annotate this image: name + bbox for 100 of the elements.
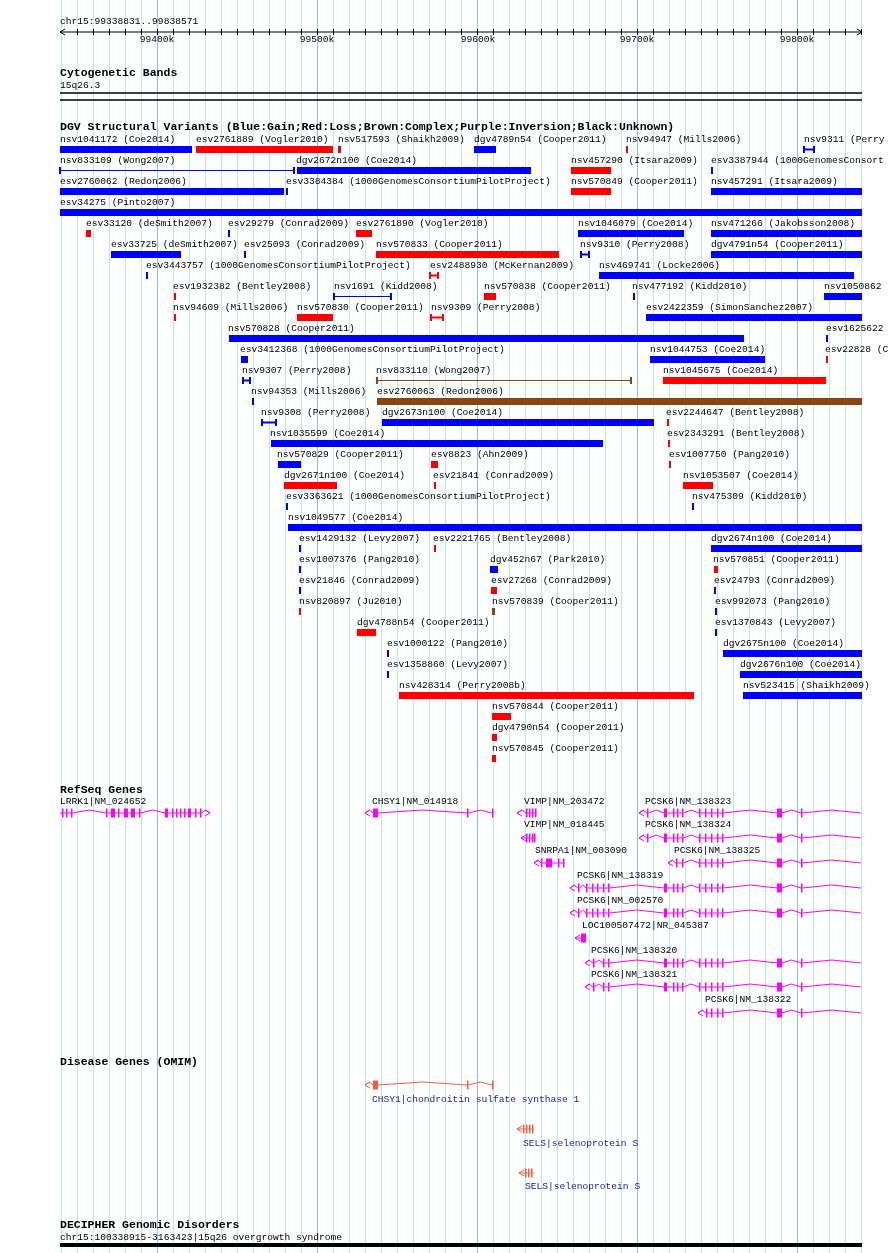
variant-label: esv34275 (Pinto2007) — [60, 197, 176, 209]
variant-label: nsv475309 (Kidd2010) — [692, 491, 808, 503]
variant-label: esv33725 (deSmith2007) — [111, 239, 238, 251]
variant-label: esv22828 (C — [825, 344, 889, 356]
variant-label: nsv1044753 (Coe2014) — [650, 344, 766, 356]
variant-label: nsv477192 (Kidd2010) — [632, 281, 748, 293]
variant-label: esv21841 (Conrad2009) — [433, 470, 554, 482]
axis-tick-label: 99800k — [779, 34, 815, 46]
variant-label: esv33120 (deSmith2007) — [86, 218, 213, 230]
axis-tick-label: 99700k — [619, 34, 655, 46]
variant-label: dgv2672n100 (Coe2014) — [296, 155, 417, 167]
disease-gene-label: CHSY1|chondroitin sulfate synthase 1 — [372, 1094, 580, 1106]
gene-label: PCSK6|NM_138320 — [591, 945, 678, 957]
variant-label: nsv570845 (Cooper2011) — [492, 743, 619, 755]
variant-label: esv1358860 (Levy2007) — [387, 659, 508, 671]
variant-label: nsv1049577 (Coe2014) — [288, 512, 404, 524]
variant-label: nsv9308 (Perry2008) — [261, 407, 371, 419]
variant-label: nsv570828 (Cooper2011) — [228, 323, 355, 335]
track-title: DECIPHER Genomic Disorders — [60, 1219, 240, 1231]
gene-label: PCSK6|NM_138324 — [645, 819, 732, 831]
track-title: Cytogenetic Bands — [60, 67, 178, 79]
variant-label: esv1429132 (Levy2007) — [299, 533, 420, 545]
variant-label: nsv570829 (Cooper2011) — [277, 449, 404, 461]
variant-label: dgv2673n100 (Coe2014) — [382, 407, 503, 419]
variant-label: esv2761889 (Vogler2010) — [196, 134, 329, 146]
variant-label: nsv570833 (Cooper2011) — [376, 239, 503, 251]
variant-label: dgv4791n54 (Cooper2011) — [711, 239, 844, 251]
variant-label: nsv1035599 (Coe2014) — [270, 428, 386, 440]
variant-label: esv1007376 (Pang2010) — [299, 554, 420, 566]
variant-label: nsv1045675 (Coe2014) — [663, 365, 779, 377]
variant-label: nsv9310 (Perry2008) — [580, 239, 690, 251]
band-label: 15q26.3 — [60, 80, 101, 92]
gene-label: VIMP|NM_018445 — [524, 819, 605, 831]
variant-label: nsv570851 (Cooper2011) — [713, 554, 840, 566]
variant-label: esv2760063 (Redon2006) — [377, 386, 504, 398]
variant-label: dgv2675n100 (Coe2014) — [723, 638, 844, 650]
variant-label: nsv9311 (Perry — [804, 134, 885, 146]
variant-label: nsv820897 (Ju2010) — [299, 596, 403, 608]
variant-label: esv2488930 (McKernan2009) — [430, 260, 574, 272]
variant-label: esv2244647 (Bentley2008) — [666, 407, 805, 419]
variant-label: esv2221765 (Bentley2008) — [433, 533, 572, 545]
variant-label: dgv2674n100 (Coe2014) — [711, 533, 832, 545]
variant-label: dgv4790n54 (Cooper2011) — [492, 722, 625, 734]
axis-tick-label: 99600k — [460, 34, 496, 46]
gene-label: PCSK6|NM_002570 — [577, 895, 664, 907]
track-title: DGV Structural Variants (Blue:Gain;Red:Loss;Brown:Complex;Purple:Inversion;Black:Unknown) — [60, 121, 675, 133]
position-label: chr15:99338831..99838571 — [60, 16, 199, 28]
variant-label: dgv2676n100 (Coe2014) — [740, 659, 861, 671]
variant-label: nsv1046079 (Coe2014) — [578, 218, 694, 230]
variant-label: esv3363621 (1000GenomesConsortiumPilotProject) — [286, 491, 551, 503]
variant-label: nsv570830 (Cooper2011) — [297, 302, 424, 314]
variant-label: esv29279 (Conrad2009) — [228, 218, 349, 230]
variant-label: esv1370843 (Levy2007) — [715, 617, 836, 629]
variant-label: esv21846 (Conrad2009) — [299, 575, 420, 587]
variant-label: esv25093 (Conrad2009) — [244, 239, 365, 251]
variant-label: dgv2671n100 (Coe2014) — [284, 470, 405, 482]
variant-label: nsv9307 (Perry2008) — [242, 365, 352, 377]
variant-label: nsv1691 (Kidd2008) — [334, 281, 438, 293]
gene-label: LRRK1|NM_024652 — [60, 796, 147, 808]
disorder-label: chr15:100338915-3163423|15q26 overgrowth syndrome — [60, 1232, 343, 1244]
variant-label: esv2422359 (SimonSanchez2007) — [646, 302, 813, 314]
variant-label: nsv1050862 — [824, 281, 882, 293]
variant-label: dgv4788n54 (Cooper2011) — [357, 617, 490, 629]
variant-label: nsv1041172 (Coe2014) — [60, 134, 176, 146]
variant-label: esv992073 (Pang2010) — [715, 596, 831, 608]
variant-label: nsv833109 (Wong2007) — [60, 155, 176, 167]
track-title: RefSeq Genes — [60, 784, 143, 796]
variant-label: esv3384384 (1000GenomesConsortiumPilotProject) — [286, 176, 551, 188]
variant-label: nsv833110 (Wong2007) — [376, 365, 492, 377]
variant-label: esv3412368 (1000GenomesConsortiumPilotProject) — [240, 344, 505, 356]
gene-label: LOC100507472|NR_045387 — [582, 920, 709, 932]
track-title: Disease Genes (OMIM) — [60, 1056, 199, 1068]
variant-label: nsv570839 (Cooper2011) — [492, 596, 619, 608]
variant-label: nsv9309 (Perry2008) — [431, 302, 541, 314]
variant-label: nsv469741 (Locke2006) — [599, 260, 720, 272]
gene-label: PCSK6|NM_138322 — [705, 994, 792, 1006]
variant-label: esv1625622 — [826, 323, 884, 335]
gene-label: SNRPA1|NM_003090 — [535, 845, 628, 857]
axis-tick-label: 99500k — [299, 34, 335, 46]
gene-label: CHSY1|NM_014918 — [372, 796, 459, 808]
variant-label: esv1000122 (Pang2010) — [387, 638, 508, 650]
disease-gene-label: SELS|selenoprotein S — [523, 1138, 639, 1150]
gene-label: PCSK6|NM_138321 — [591, 969, 678, 981]
variant-label: esv27268 (Conrad2009) — [491, 575, 612, 587]
variant-label: nsv523415 (Shaikh2009) — [743, 680, 870, 692]
variant-label: dgv4789n54 (Cooper2011) — [474, 134, 607, 146]
gene-label: PCSK6|NM_138325 — [674, 845, 761, 857]
variant-label: esv8823 (Ahn2009) — [431, 449, 529, 461]
variant-label: nsv570838 (Cooper2011) — [484, 281, 611, 293]
variant-label: esv24793 (Conrad2009) — [714, 575, 835, 587]
variant-label: nsv1053507 (Coe2014) — [683, 470, 799, 482]
variant-label: nsv94353 (Mills2006) — [251, 386, 367, 398]
variant-label: esv3387944 (1000GenomesConsort — [711, 155, 884, 167]
axis-tick-label: 99400k — [139, 34, 175, 46]
variant-label: nsv428314 (Perry2008b) — [399, 680, 526, 692]
variant-label: esv2760062 (Redon2006) — [60, 176, 187, 188]
gene-label: PCSK6|NM_138323 — [645, 796, 732, 808]
variant-label: nsv94609 (Mills2006) — [173, 302, 289, 314]
variant-label: nsv457291 (Itsara2009) — [711, 176, 838, 188]
variant-label: esv1932382 (Bentley2008) — [173, 281, 312, 293]
